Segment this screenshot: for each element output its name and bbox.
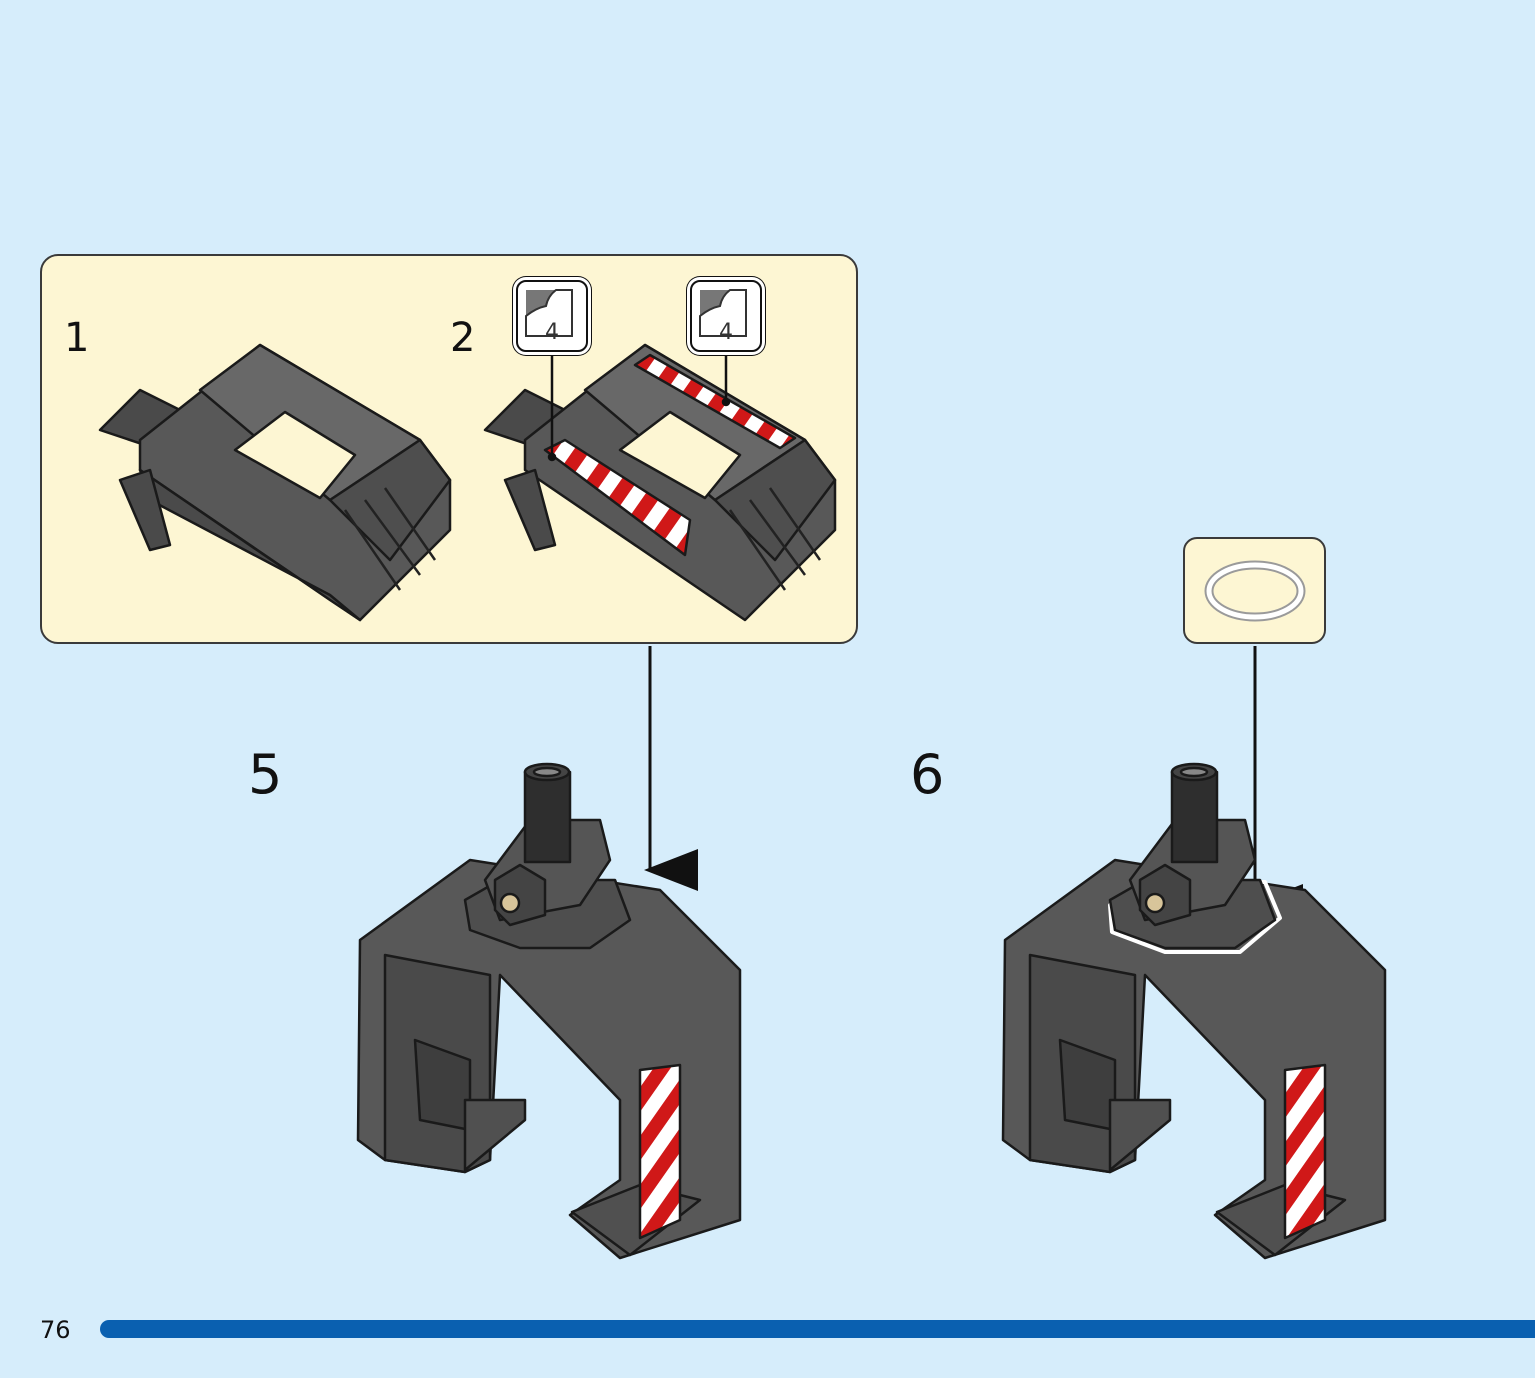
page-number: 76	[40, 1316, 71, 1344]
sub-step-2-number: 2	[450, 315, 476, 361]
sticker-icon	[699, 289, 747, 337]
white-ring-icon	[1204, 560, 1306, 622]
main-step-6-number: 6	[910, 743, 945, 806]
parts-callout	[1183, 537, 1326, 644]
sticker-icon	[525, 289, 573, 337]
sticker-leader-lines	[547, 355, 731, 462]
step-6-assembly	[1001, 762, 1387, 1260]
sticker-count-1: 4	[545, 320, 559, 345]
sticker-callout-2: 4	[690, 280, 762, 352]
step-2-brick	[483, 343, 837, 622]
sticker-callout-1: 4	[516, 280, 588, 352]
step-1-brick	[98, 343, 452, 622]
main-step-5-number: 5	[248, 743, 283, 806]
step-5-assembly	[356, 762, 742, 1260]
progress-bar	[100, 1320, 1535, 1338]
sub-step-1-number: 1	[64, 315, 90, 361]
sticker-count-2: 4	[719, 320, 733, 345]
